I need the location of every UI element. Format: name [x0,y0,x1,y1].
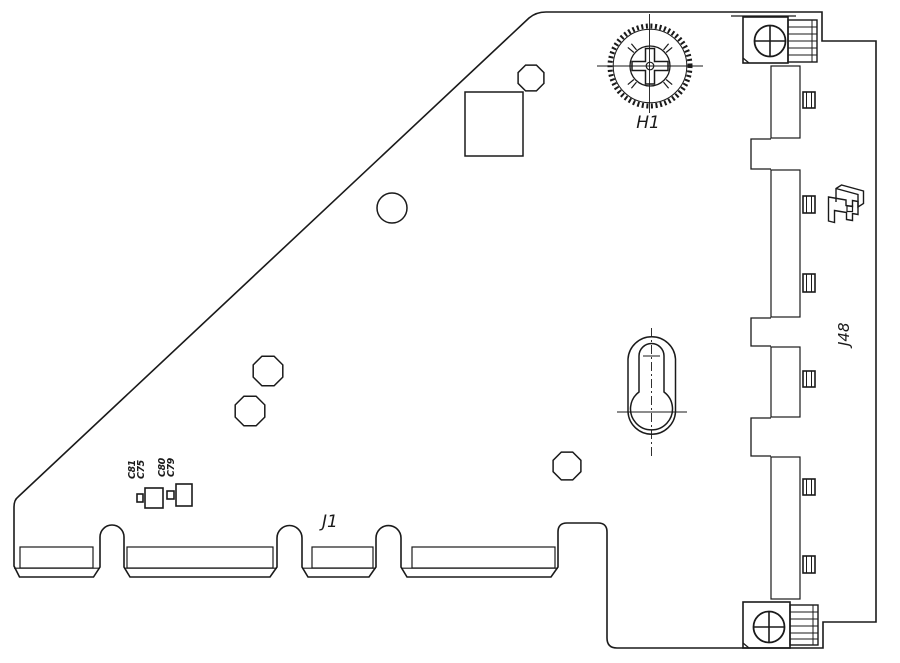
phillips-cross-icon [631,47,669,85]
hex-hole [234,395,266,427]
capacitor-components [136,483,193,509]
hex-hole [552,451,582,481]
gold-fingers-segment [770,346,801,418]
capacitor-c79 [175,483,193,507]
knurl-ticks [627,43,673,89]
board-outline [13,11,877,649]
thumbscrew-knurl-side [787,19,818,63]
right-edge-connector-j48 [750,65,801,600]
reference-designators: H1 J1 J48 C81 C75 C80 C79 [127,113,853,532]
gold-fingers-segment [411,546,556,569]
gold-fingers-segment [311,546,374,569]
connector-key-notch [750,317,771,347]
connector-key-notch [750,417,771,457]
thumbscrew-h1 [597,14,703,113]
label-j1: J1 [319,512,338,532]
round-hole [376,192,408,224]
right-side-components [802,91,816,574]
label-c79: C79 [166,457,177,477]
smd-component [802,555,816,574]
label-c80: C80 [157,457,168,477]
label-h1: H1 [636,113,660,133]
gold-fingers-segment [770,169,801,318]
gold-fingers-segment [770,65,801,139]
smd-component [802,91,816,109]
connector-key-notch [750,138,771,170]
gold-fingers-segment [19,546,94,569]
square-pad [464,91,524,157]
capacitor-c81 [136,493,144,503]
screw-bracket-top-right [742,16,818,64]
capacitor-c75 [144,487,164,509]
label-c75: C75 [136,459,147,479]
mounting-holes [234,64,582,481]
label-j48: J48 [835,322,853,349]
gold-fingers-segment [770,456,801,600]
gold-fingers-segment [126,546,274,569]
capacitor-c80 [166,490,175,500]
hex-hole [517,64,545,92]
retention-clip-icon [827,184,865,224]
screw-bracket-bottom-right [742,601,819,649]
hex-hole [252,355,284,387]
thumbscrew-knurl-side [789,604,819,646]
knurled-ring [607,23,693,109]
smd-component [802,370,816,388]
label-c81: C81 [127,460,138,479]
keyhole-slot [617,328,687,456]
bottom-edge-connector-j1 [14,546,558,569]
smd-component [802,195,816,214]
smd-component [802,478,816,496]
smd-component [802,273,816,293]
